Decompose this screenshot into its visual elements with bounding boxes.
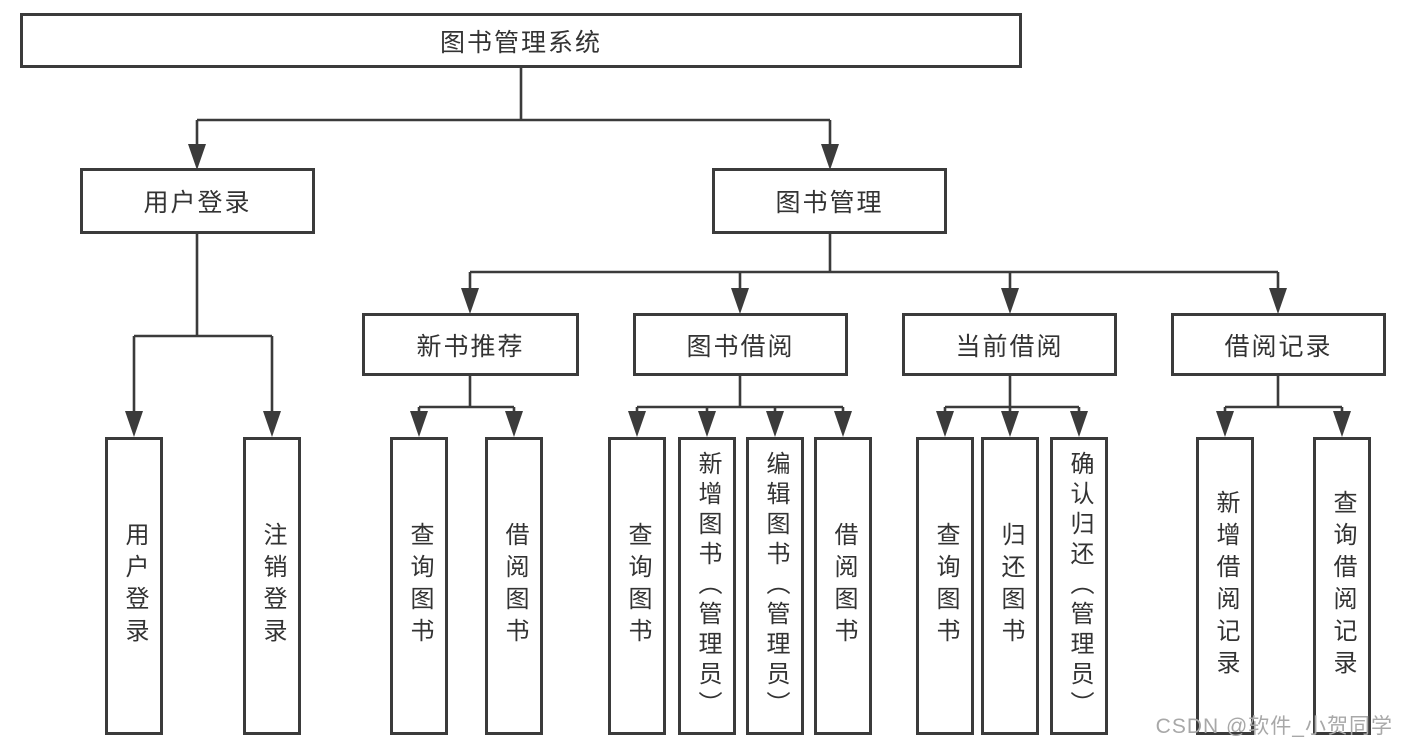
arrowhead — [698, 411, 716, 437]
leaf-return-book-label: 归还图书 — [997, 522, 1024, 650]
node-book-management-label: 图书管理 — [775, 189, 884, 217]
arrowhead — [188, 144, 206, 170]
arrowhead — [1216, 411, 1234, 437]
node-borrow-records: 借阅记录 — [1171, 313, 1386, 376]
leaf-borrow-books-borrow-label: 借阅图书 — [830, 522, 857, 650]
node-current-borrow: 当前借阅 — [902, 313, 1117, 376]
leaf-query-books-current: 查询图书 — [916, 437, 974, 735]
watermark: CSDN @软件_小贺同学 — [1155, 715, 1393, 738]
arrowhead — [410, 411, 428, 437]
leaf-add-borrow-record-label: 新增借阅记录 — [1212, 490, 1239, 682]
arrowhead — [125, 411, 143, 437]
node-new-book-recommend-label: 新书推荐 — [416, 332, 525, 361]
arrowhead — [628, 411, 646, 437]
node-new-book-recommend: 新书推荐 — [362, 313, 579, 376]
leaf-borrow-books-recommend: 借阅图书 — [485, 437, 543, 735]
leaf-query-books-recommend: 查询图书 — [390, 437, 448, 735]
arrowhead — [821, 144, 839, 170]
leaf-user-login: 用户登录 — [105, 437, 163, 735]
arrowhead — [731, 288, 749, 314]
leaf-edit-book-admin-label: 编辑图书（管理员） — [762, 451, 789, 721]
arrowhead — [1333, 411, 1351, 437]
leaf-logout: 注销登录 — [243, 437, 301, 735]
leaf-query-borrow-record: 查询借阅记录 — [1313, 437, 1371, 735]
node-current-borrow-label: 当前借阅 — [955, 332, 1064, 361]
leaf-query-books-borrow: 查询图书 — [608, 437, 666, 735]
node-user-login: 用户登录 — [80, 168, 315, 234]
arrowhead — [1269, 288, 1287, 314]
arrowhead — [766, 411, 784, 437]
node-book-borrow-label: 图书借阅 — [686, 332, 795, 361]
leaf-query-books-borrow-label: 查询图书 — [624, 522, 651, 650]
node-library-system: 图书管理系统 — [20, 13, 1022, 68]
arrowhead — [834, 411, 852, 437]
arrowhead — [263, 411, 281, 437]
leaf-user-login-label: 用户登录 — [121, 522, 148, 650]
leaf-logout-label: 注销登录 — [259, 522, 286, 650]
tree-edges — [132, 68, 1344, 413]
node-borrow-records-label: 借阅记录 — [1224, 332, 1333, 361]
leaf-edit-book-admin: 编辑图书（管理员） — [746, 437, 804, 735]
leaf-confirm-return-admin: 确认归还（管理员） — [1050, 437, 1108, 735]
leaf-borrow-books-recommend-label: 借阅图书 — [501, 522, 528, 650]
leaf-add-book-admin-label: 新增图书（管理员） — [694, 451, 721, 721]
node-book-borrow: 图书借阅 — [633, 313, 848, 376]
leaf-confirm-return-admin-label: 确认归还（管理员） — [1066, 451, 1093, 721]
node-user-login-label: 用户登录 — [143, 189, 252, 217]
arrowhead — [505, 411, 523, 437]
leaf-borrow-books-borrow: 借阅图书 — [814, 437, 872, 735]
arrowhead — [1001, 411, 1019, 437]
leaf-return-book: 归还图书 — [981, 437, 1039, 735]
leaf-query-books-current-label: 查询图书 — [932, 522, 959, 650]
arrowhead — [936, 411, 954, 437]
node-book-management: 图书管理 — [712, 168, 947, 234]
leaf-add-book-admin: 新增图书（管理员） — [678, 437, 736, 735]
arrowhead — [461, 288, 479, 314]
arrowhead — [1001, 288, 1019, 314]
arrowhead — [1070, 411, 1088, 437]
node-library-system-label: 图书管理系统 — [439, 28, 602, 57]
leaf-add-borrow-record: 新增借阅记录 — [1196, 437, 1254, 735]
leaf-query-books-recommend-label: 查询图书 — [406, 522, 433, 650]
leaf-query-borrow-record-label: 查询借阅记录 — [1329, 490, 1356, 682]
